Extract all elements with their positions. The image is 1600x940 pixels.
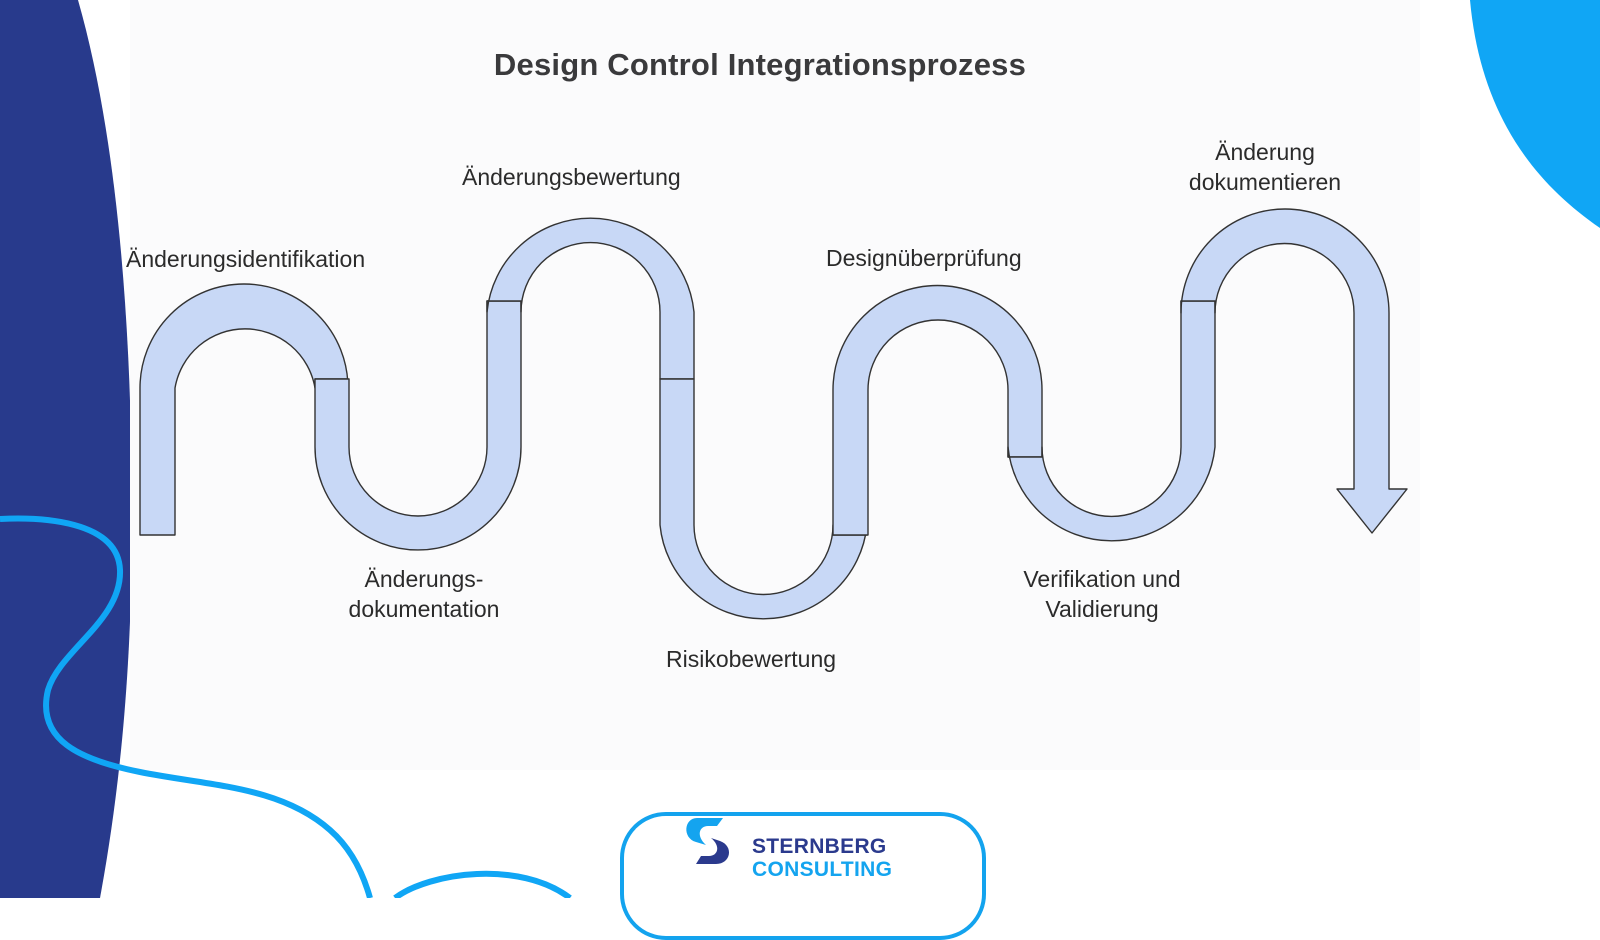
step-label-6-line1: Verifikation und [1023, 566, 1181, 592]
decorative-wave-lines [0, 515, 572, 898]
blue-wave-line [0, 515, 373, 898]
step-label-6: Verifikation und Validierung [992, 564, 1212, 624]
step-label-7-line1: Änderung [1215, 139, 1315, 165]
step-label-2-line1: Änderungs- [364, 566, 484, 592]
step-label-6-line2: Validierung [1045, 596, 1159, 622]
background-decoration [0, 0, 1600, 898]
step-label-7: Änderung dokumentieren [1160, 137, 1370, 197]
logo-s-lower [696, 838, 730, 864]
pipe-segment-2 [314, 300, 522, 551]
step-label-3: Änderungsbewertung [462, 164, 681, 190]
sternberg-s-logo-icon [686, 818, 730, 864]
step-label-7-line2: dokumentieren [1188, 169, 1342, 195]
top-right-blue-circle [1470, 0, 1600, 228]
pipe-segment-5 [832, 284, 1043, 536]
logo-text: STERNBERG CONSULTING [752, 835, 892, 881]
pipe-segment-7 [1180, 208, 1408, 534]
step-label-2: Änderungs- dokumentation [324, 564, 524, 624]
step-label-5: Designüberprüfung [826, 245, 1022, 271]
step-label-2-line2: dokumentation [348, 596, 500, 622]
step-label-1: Änderungsidentifikation [126, 246, 366, 272]
logo-s-upper [686, 818, 723, 845]
pipe-segment-1 [139, 283, 349, 536]
process-pipe [139, 208, 1408, 620]
blue-wave-line-bottom [393, 870, 572, 898]
slide-title: Design Control Integrationsprozess [493, 47, 1027, 82]
pipe-segment-6 [1007, 300, 1216, 542]
pipe-segment-3 [486, 217, 695, 380]
logo-line-consulting: CONSULTING [752, 858, 893, 881]
logo-line-sternberg: STERNBERG [752, 835, 887, 858]
step-label-4: Risikobewertung [666, 646, 837, 672]
left-navy-band [0, 0, 132, 898]
